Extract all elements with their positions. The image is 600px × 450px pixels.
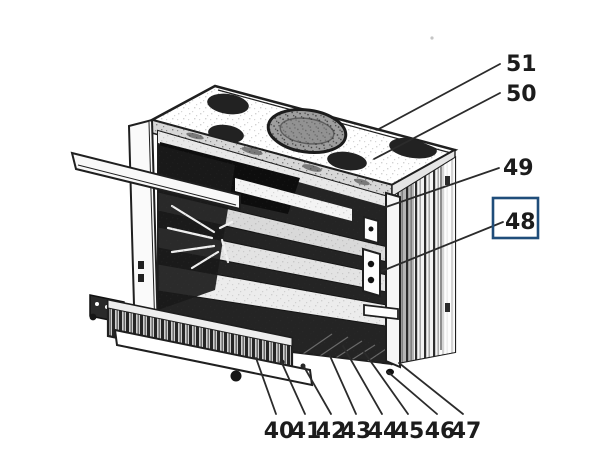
leader-48 [381,221,504,272]
burner-openings [207,93,437,171]
leveling-foot [386,368,394,376]
door-knob [230,370,242,382]
callout-45[interactable]: 45 [394,419,425,444]
burner-front-right [327,151,367,171]
callout-40[interactable]: 40 [264,419,295,444]
callout-50[interactable]: 50 [506,82,537,107]
callout-49[interactable]: 49 [503,156,534,181]
slide-rail [70,151,241,211]
leader-40 [255,357,277,415]
leader-lines [255,63,504,415]
callout-48-selected[interactable]: 48 [505,210,536,235]
burner-large-center [266,108,348,154]
leader-44 [342,345,383,415]
leader-43 [329,355,357,415]
door-frame-open [113,328,314,387]
leader-51 [376,63,501,131]
leader-49 [385,167,500,208]
callout-41[interactable]: 41 [291,419,322,444]
leader-50 [373,92,501,160]
leader-47 [398,362,464,415]
upper-bracket [363,215,379,245]
latch-bracket-part-48 [362,247,381,298]
callout-46[interactable]: 46 [425,419,456,444]
callout-44[interactable]: 44 [368,419,399,444]
leader-41 [280,360,306,415]
callout-42[interactable]: 42 [316,419,347,444]
hinge-bar [363,303,399,321]
callout-43[interactable]: 43 [341,419,372,444]
burner-back-left [207,93,249,115]
leader-45 [363,351,409,415]
callout-47[interactable]: 47 [451,419,482,444]
selected-callout-highlight-box [491,196,540,240]
leader-46 [387,371,438,415]
corner-post [385,191,401,369]
scan-noise-dot [430,36,434,40]
leader-42 [302,364,332,415]
callout-51[interactable]: 51 [506,52,537,77]
right-side-panel [390,148,457,366]
